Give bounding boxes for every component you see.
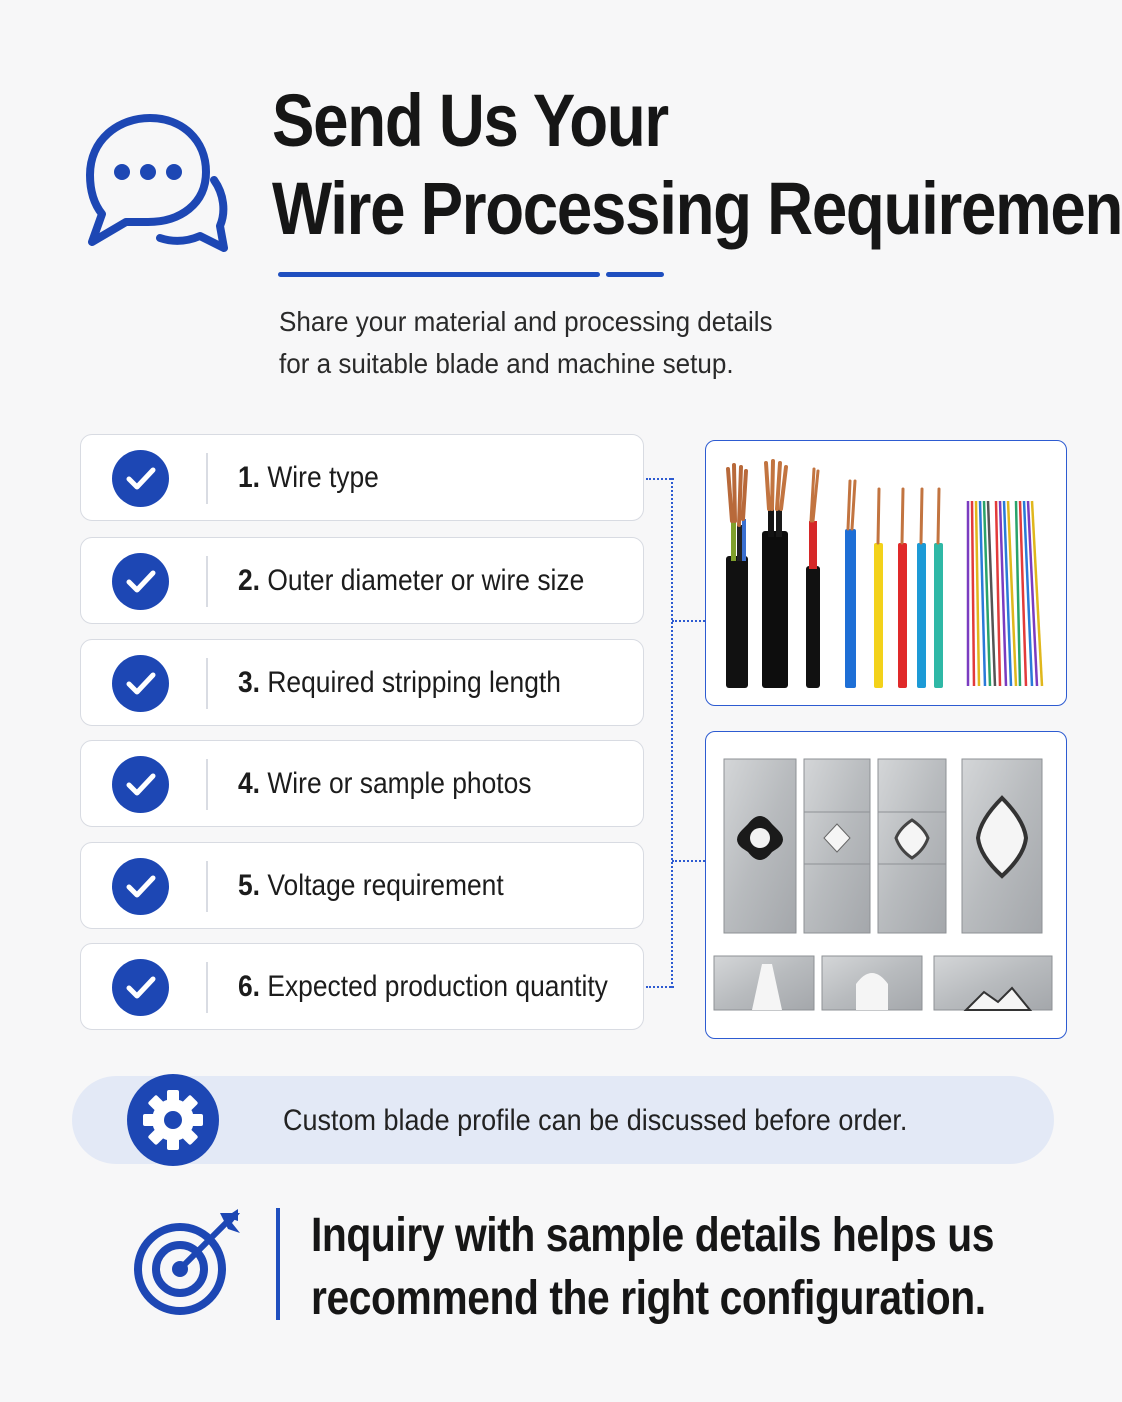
footer-message-line-2: recommend the right configuration. xyxy=(311,1272,986,1325)
item-divider xyxy=(206,861,208,912)
checklist-item: 6. Expected production quantity xyxy=(80,943,644,1030)
checklist-item-label: 3. Required stripping length xyxy=(238,666,561,699)
checklist-item: 5. Voltage requirement xyxy=(80,842,644,929)
checklist-item-label: 4. Wire or sample photos xyxy=(238,767,532,800)
title-underline-accent xyxy=(606,272,664,277)
title-underline xyxy=(278,272,600,277)
blade-samples-image xyxy=(705,731,1067,1039)
note-text: Custom blade profile can be discussed be… xyxy=(283,1104,908,1137)
item-divider xyxy=(206,658,208,709)
page-title-line-2: Wire Processing Requirements xyxy=(272,167,1122,250)
wire-samples-image xyxy=(705,440,1067,706)
footer-message-line-1: Inquiry with sample details helps us xyxy=(311,1209,995,1262)
connector-line xyxy=(671,478,673,988)
item-divider xyxy=(206,759,208,810)
subtitle-line-2: for a suitable blade and machine setup. xyxy=(279,348,734,379)
checklist-item: 4. Wire or sample photos xyxy=(80,740,644,827)
page-title-line-1: Send Us Your xyxy=(272,79,669,162)
checklist-item-label: 2. Outer diameter or wire size xyxy=(238,564,585,597)
connector-line xyxy=(646,478,674,480)
checklist-item-label: 5. Voltage requirement xyxy=(238,869,504,902)
connector-line xyxy=(646,986,674,988)
checkmark-icon xyxy=(112,655,169,712)
checkmark-icon xyxy=(112,858,169,915)
checkmark-icon xyxy=(112,959,169,1016)
gear-icon xyxy=(127,1074,219,1166)
footer-divider xyxy=(276,1208,280,1320)
checkmark-icon xyxy=(112,756,169,813)
checklist-item: 2. Outer diameter or wire size xyxy=(80,537,644,624)
checklist-item-label: 1. Wire type xyxy=(238,461,379,494)
item-divider xyxy=(206,453,208,504)
custom-profile-note xyxy=(72,1076,1054,1164)
checklist-item: 1. Wire type xyxy=(80,434,644,521)
chat-bubbles-icon xyxy=(86,114,228,252)
checklist-item-label: 6. Expected production quantity xyxy=(238,970,608,1003)
item-divider xyxy=(206,556,208,607)
item-divider xyxy=(206,962,208,1013)
connector-line xyxy=(672,620,705,622)
checkmark-icon xyxy=(112,450,169,507)
subtitle-line-1: Share your material and processing detai… xyxy=(279,306,773,337)
checkmark-icon xyxy=(112,553,169,610)
target-icon xyxy=(134,1209,240,1315)
connector-line xyxy=(672,860,705,862)
checklist-item: 3. Required stripping length xyxy=(80,639,644,726)
